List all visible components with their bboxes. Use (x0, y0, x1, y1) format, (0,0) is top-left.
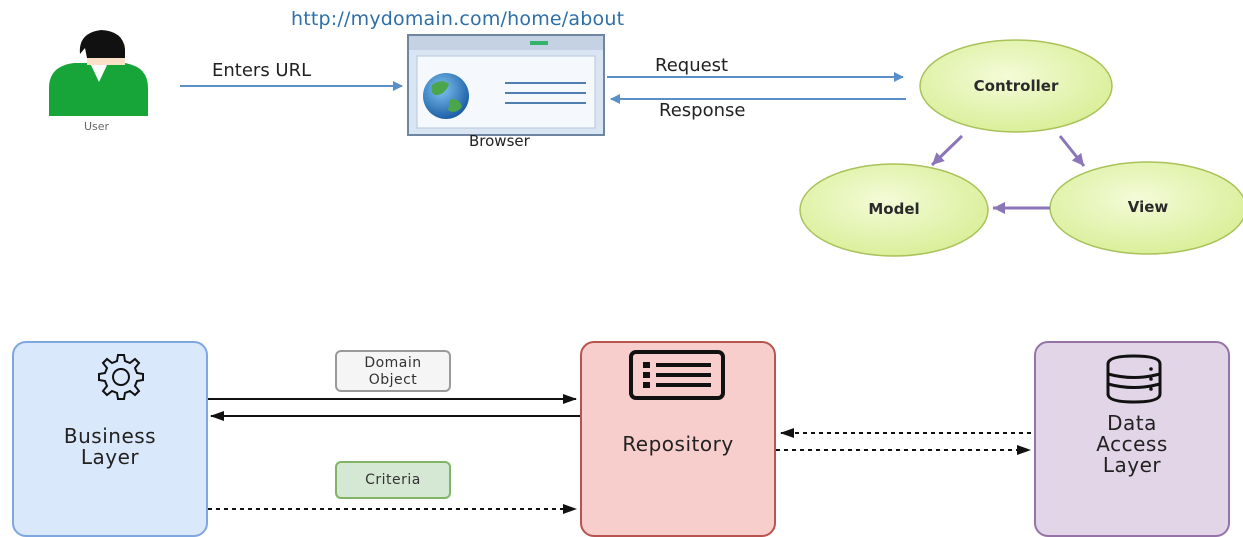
dal-line-3: Layer (1102, 453, 1162, 477)
dal-line-2: Access (1096, 432, 1168, 456)
user-label: User (84, 120, 110, 133)
business-layer-line-1: Business (63, 424, 157, 448)
dal-line-1: Data (1107, 411, 1157, 435)
business-layer-line-2: Layer (80, 445, 140, 469)
controller-to-model-arrow (930, 134, 964, 167)
domain-object-line-2: Object (368, 372, 418, 388)
repository-label: Repository (622, 432, 734, 456)
browser-icon (407, 34, 605, 136)
user-icon (49, 30, 148, 116)
data-access-layer-box: Data Access Layer (1034, 341, 1230, 537)
url-label: http://mydomain.com/home/about (291, 8, 625, 30)
domain-object-pill: Domain Object (335, 350, 451, 392)
controller-label: Controller (973, 77, 1059, 95)
database-icon (1106, 354, 1162, 404)
domain-object-line-1: Domain (364, 355, 422, 371)
browser-label: Browser (469, 132, 530, 150)
enters-url-label: Enters URL (212, 60, 312, 81)
controller-to-view-arrow (1058, 135, 1086, 167)
gear-icon (98, 354, 144, 400)
criteria-pill: Criteria (335, 461, 451, 499)
model-node (799, 163, 989, 257)
controller-node (919, 39, 1113, 133)
list-icon (629, 350, 725, 400)
repository-box: Repository (580, 341, 776, 537)
request-label: Request (655, 55, 729, 76)
model-label: Model (868, 200, 920, 218)
response-label: Response (659, 100, 746, 121)
business-layer-box: Business Layer (12, 341, 208, 537)
view-label: View (1127, 198, 1169, 216)
